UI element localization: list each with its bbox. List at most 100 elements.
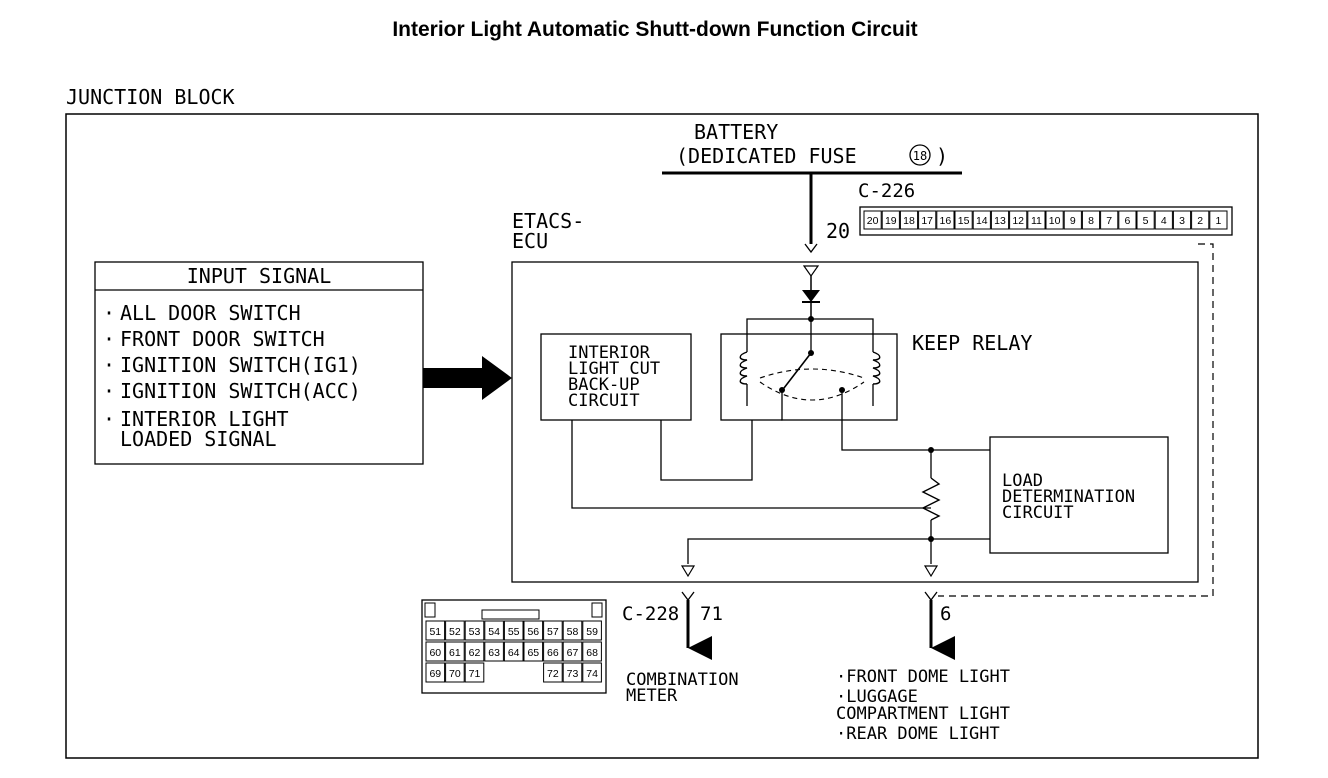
junction-block-border [65,113,1259,759]
c228-pin-cell [543,620,563,641]
relay-switch-arm [783,352,812,389]
c226-pin-cell [899,210,919,230]
backup-line-1: INTERIOR [568,343,651,363]
c228-pin-cell [562,641,583,662]
input-signal-heading: INPUT SIGNAL [187,264,332,288]
c228-key [481,609,540,620]
c228-pin-cell [582,620,602,641]
c228-pin-cell [582,641,602,662]
junction-block-label: JUNCTION BLOCK [66,85,235,109]
output-right-line-3: COMPARTMENT LIGHT [836,704,1010,724]
load-line-2: DETERMINATION [1002,487,1135,507]
c226-pin-cell [1191,210,1210,230]
input-signal-item: ALL DOOR SWITCH [120,301,301,325]
internal-terminal-left [680,565,696,578]
c228-pin-cell [582,662,602,683]
c226-pin-number: 12 [1012,215,1024,227]
input-signal-item: FRONT DOOR SWITCH [120,327,325,351]
c228-pin-cell [484,620,504,641]
c228-pin-number: 55 [508,626,520,638]
backup-feedback-wire [571,420,931,509]
fuse-number-circle [909,144,931,166]
c228-pin-number: 62 [469,647,481,659]
c228-pin-number: 66 [547,647,559,659]
keep-relay-box [720,333,898,421]
terminal-71-connector-mark [681,591,695,602]
c228-pin-cell [543,641,563,662]
input-signal-bullet: · [103,407,115,431]
c226-pin-cell [918,210,937,230]
c228-pin-number: 63 [488,647,500,659]
c228-latch-left [424,602,436,618]
input-signal-bullet: · [103,301,115,325]
c226-pin-cell [1009,210,1028,230]
fuse-number: 18 [913,149,927,163]
output-right-line-1: ·FRONT DOME LIGHT [836,667,1010,687]
c228-pin-cell [503,620,524,641]
c228-pin-cell [425,662,446,683]
relay-linkage-bottom [759,381,865,401]
relay-coil-right [872,351,881,385]
terminal-20-connector-mark [804,243,818,254]
input-signal-bullet: · [103,353,115,377]
internal-terminal-right [923,565,939,578]
relay-output-wire [841,390,990,451]
c226-pin-cell [1209,210,1228,230]
load-line-1: LOAD [1002,471,1043,491]
battery-close-paren: ) [936,144,948,168]
c228-pin-cell [464,662,485,683]
c226-pin-number: 15 [958,215,970,227]
c228-pin-number: 59 [586,626,598,638]
c228-pin-cell [543,662,563,683]
c226-pin-number: 5 [1143,215,1149,227]
c228-pin-cell [503,641,524,662]
c226-pin-number: 11 [1031,215,1042,227]
c228-pin-number: 73 [567,668,579,680]
relay-coil-left [739,351,748,385]
c226-pin-number: 16 [940,215,952,227]
c226-pin-cell [1063,210,1082,230]
c228-pin-number: 54 [488,626,500,638]
backup-circuit-box [540,333,692,421]
input-signal-item: LOADED SIGNAL [120,427,277,451]
c226-pin-number: 6 [1124,215,1130,227]
page-title: Interior Light Automatic Shutt-down Func… [392,18,918,41]
c226-pin-number: 4 [1161,215,1167,227]
c228-pin-cell [445,620,465,641]
c228-pin-number: 51 [429,626,441,638]
c226-pin-number: 3 [1179,215,1185,227]
c226-pin-cell [1100,210,1119,230]
connector-dashed-line [938,243,1214,597]
c228-pin-number: 61 [449,647,461,659]
c228-pin-cell [523,641,544,662]
c226-pin-cell [936,210,955,230]
output-right-line-2: ·LUGGAGE [836,687,918,707]
output-branch-wire [687,538,931,564]
c226-pin-cell [972,210,991,230]
c228-pin-number: 67 [567,647,579,659]
c226-pin-number: 2 [1197,215,1203,227]
c228-pin-number: 70 [449,668,461,680]
c228-pin-cell [445,641,465,662]
c228-pin-cell [464,641,485,662]
ecu-box [511,261,1199,583]
keep-relay-label: KEEP RELAY [912,331,1032,355]
c226-pin-number: 18 [903,215,915,227]
c228-pin-number: 71 [469,668,481,680]
ecu-label-line1: ETACS- [512,209,584,233]
c228-pin-cell [425,620,446,641]
battery-title: BATTERY [694,120,778,144]
c226-label: C-226 [858,180,915,202]
c228-pin-cell [425,641,446,662]
c226-pin-number: 7 [1106,215,1112,227]
c226-pin-cell [1172,210,1192,230]
c228-pin-number: 65 [527,647,539,659]
internal-terminal-top [802,265,820,278]
c226-pin-cell [1118,210,1137,230]
c226-pin-cell [1027,210,1046,230]
terminal-6-connector-mark [924,591,938,602]
c226-pin-number: 20 [867,215,879,227]
c228-pin-number: 68 [586,647,598,659]
c228-pin-number: 69 [429,668,441,680]
